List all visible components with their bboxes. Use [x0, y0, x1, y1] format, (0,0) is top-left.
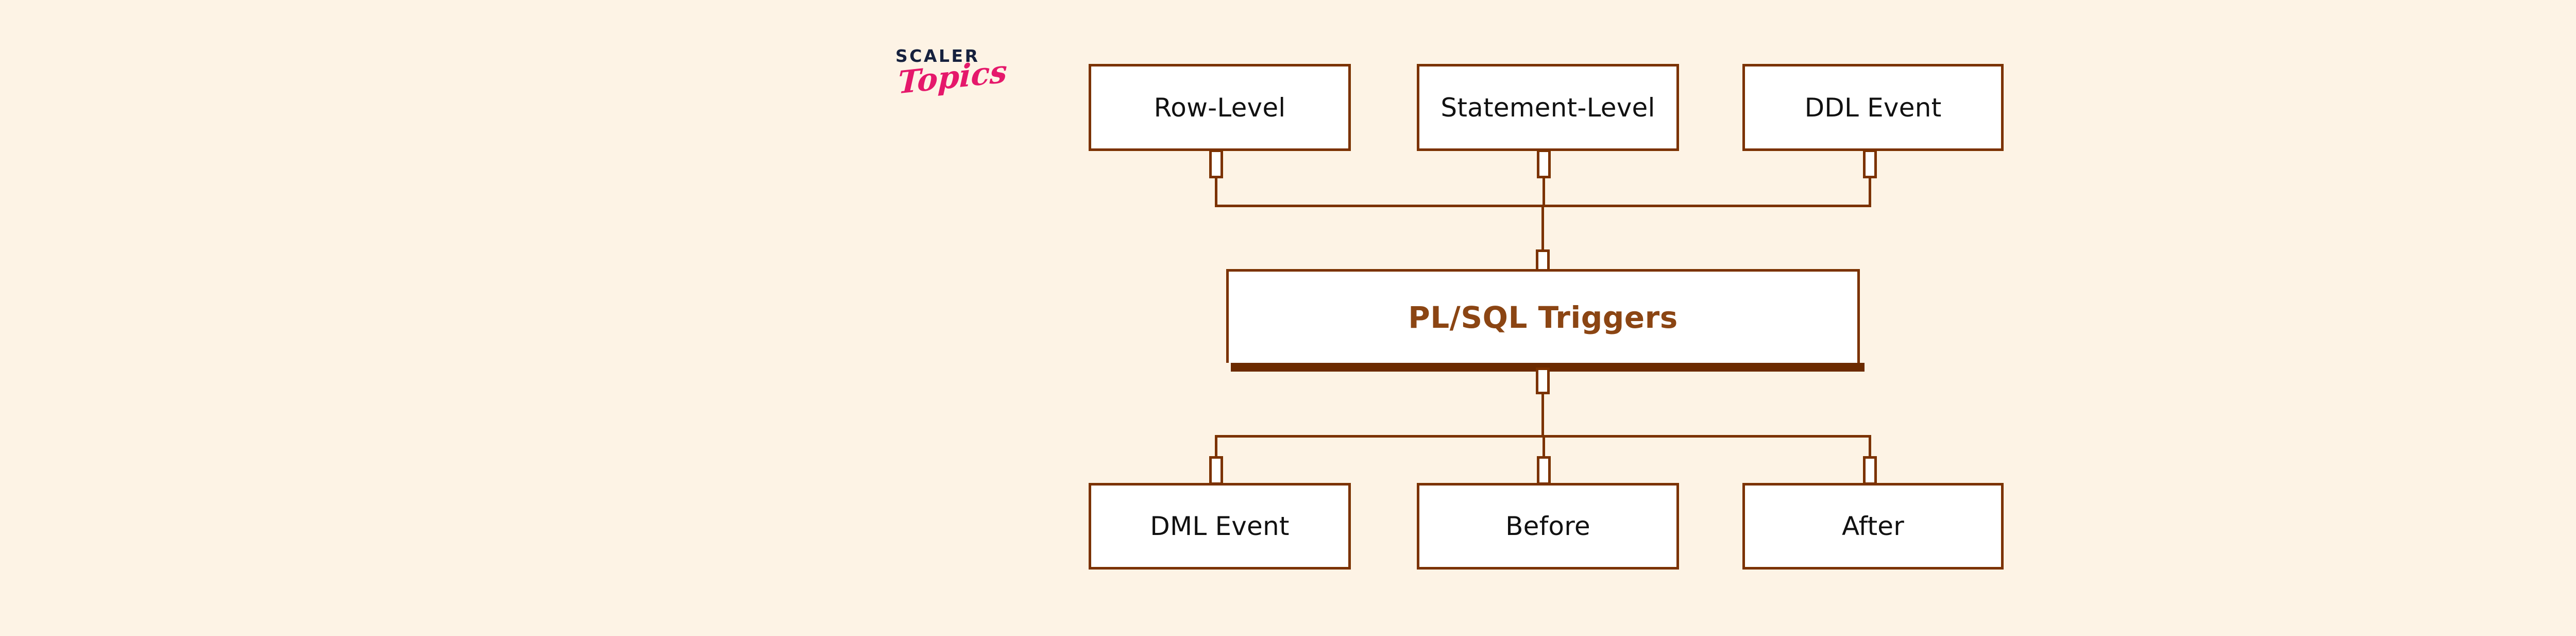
node-statement-level[interactable]: Statement-Level [1417, 64, 1679, 151]
node-before-label: Before [1505, 511, 1590, 541]
node-before[interactable]: Before [1417, 483, 1679, 570]
connector-stub-after [1863, 456, 1877, 485]
connector-stub-ddl-event [1863, 149, 1877, 178]
connector-drop-row-level [1215, 177, 1217, 207]
connector-center-to-bus-bottom [1541, 393, 1544, 437]
connector-drop-dml-event [1215, 435, 1217, 458]
node-statement-level-label: Statement-Level [1440, 92, 1655, 123]
connector-stub-row-level [1209, 149, 1223, 178]
logo-wordmark: SCALER [895, 46, 980, 66]
connector-bus-top-to-center [1541, 205, 1544, 251]
node-pl-sql-triggers[interactable]: PL/SQL Triggers [1226, 269, 1860, 363]
connector-stub-center-top [1536, 249, 1550, 272]
node-ddl-event-label: DDL Event [1804, 92, 1942, 123]
node-after[interactable]: After [1742, 483, 2004, 570]
connector-drop-after [1869, 435, 1871, 458]
connector-stub-dml-event [1209, 456, 1223, 485]
connector-drop-ddl-event [1869, 177, 1871, 207]
node-dml-event-label: DML Event [1150, 511, 1290, 541]
connector-stub-before [1537, 456, 1551, 485]
node-row-level-label: Row-Level [1154, 92, 1286, 123]
node-pl-sql-triggers-label: PL/SQL Triggers [1408, 299, 1678, 335]
connector-stub-statement-level [1537, 149, 1551, 178]
connector-stub-center-bottom [1536, 367, 1550, 394]
node-ddl-event[interactable]: DDL Event [1742, 64, 2004, 151]
node-after-label: After [1841, 511, 1905, 541]
center-node-shadow-bar [1231, 363, 1865, 372]
node-dml-event[interactable]: DML Event [1089, 483, 1351, 570]
scaler-topics-logo: SCALER Topics [895, 47, 1024, 135]
node-row-level[interactable]: Row-Level [1089, 64, 1351, 151]
connector-drop-statement-level [1543, 177, 1545, 207]
connector-drop-before [1543, 435, 1545, 458]
